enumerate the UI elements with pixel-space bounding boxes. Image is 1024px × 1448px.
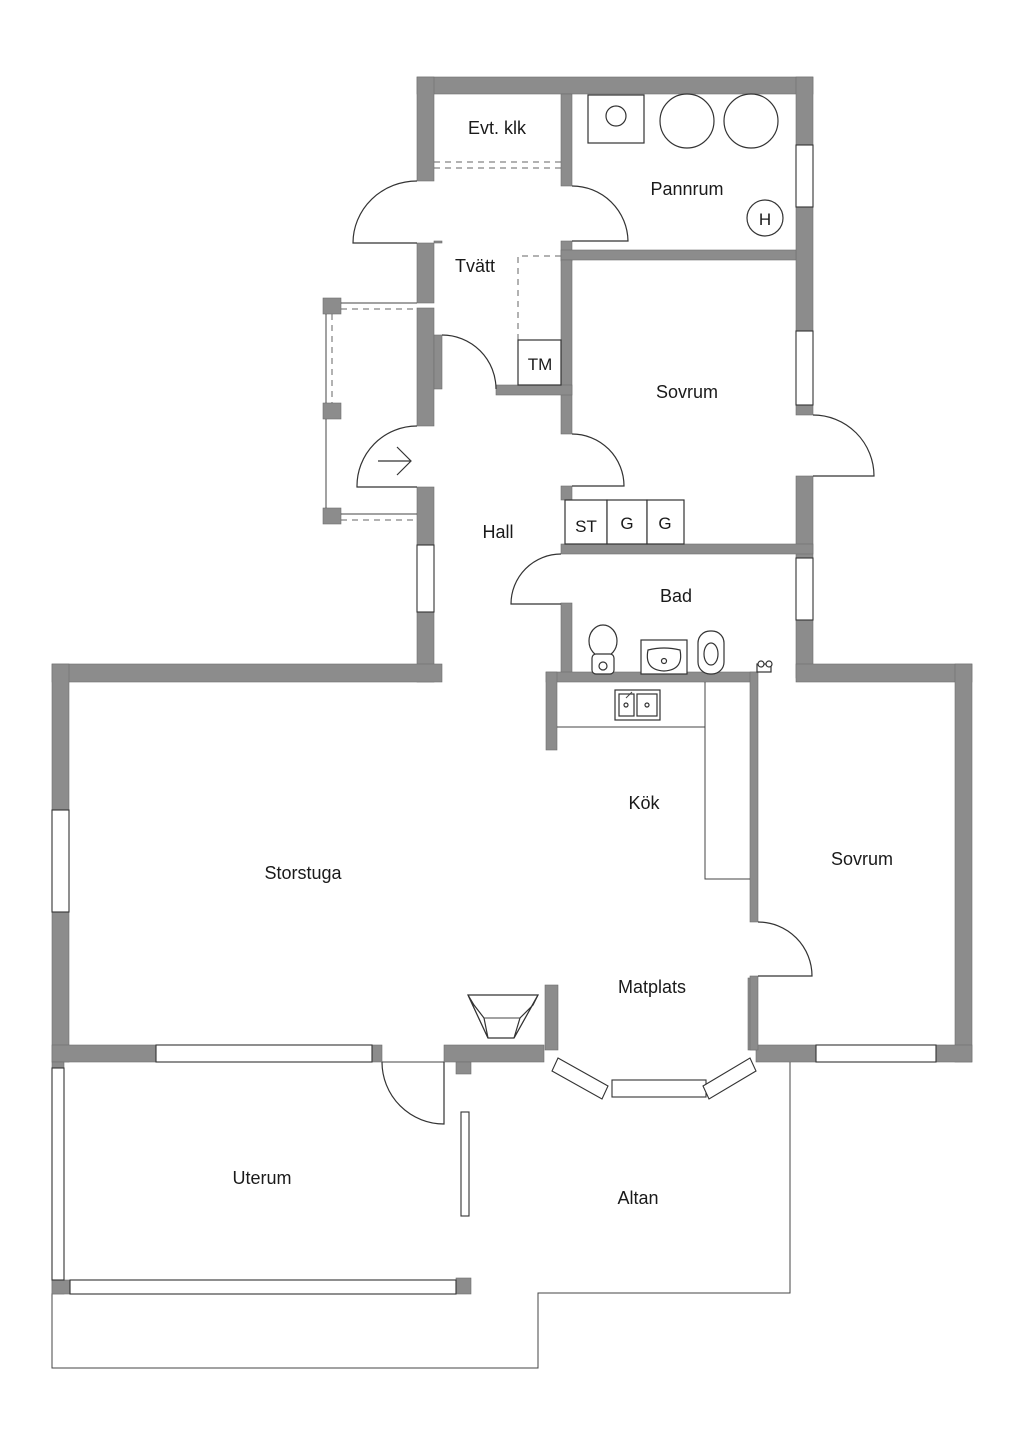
room-label-kok: Kök (628, 793, 660, 813)
room-label-altan: Altan (617, 1188, 658, 1208)
altan-outline (51, 1060, 791, 1369)
dryer-symbol: TM (528, 355, 553, 374)
room-label-bad: Bad (660, 586, 692, 606)
fireplace-icon (467, 994, 540, 1039)
dryer-icon (517, 339, 562, 386)
kitchen-sink-icon (614, 689, 661, 721)
tank-icon (723, 93, 779, 149)
doors (352, 180, 875, 1125)
faucet-icon (756, 660, 773, 673)
room-label-pannrum: Pannrum (650, 179, 723, 199)
arrow-icon (378, 446, 412, 476)
room-label-tvatt: Tvätt (455, 256, 495, 276)
closets (564, 499, 685, 545)
storage-symbol: ST (575, 517, 597, 536)
windows (51, 144, 937, 1295)
wardrobe-symbol: G (658, 514, 671, 533)
walls (51, 76, 973, 1295)
room-label-matplats: Matplats (618, 977, 686, 997)
room-label-hall: Hall (482, 522, 513, 542)
heater-symbol: H (759, 210, 771, 229)
room-label-storstuga: Storstuga (264, 863, 342, 883)
room-label-evt-klk: Evt. klk (468, 118, 527, 138)
kitchen-counter (557, 726, 750, 880)
sink-icon (640, 639, 688, 675)
heater-icon (746, 199, 784, 237)
boiler-icon (587, 94, 645, 144)
bidet-icon (697, 630, 725, 675)
toilet-icon (588, 624, 618, 675)
room-label-sovrum: Sovrum (831, 849, 893, 869)
tank-icon (659, 93, 715, 149)
entrance-porch (322, 297, 417, 525)
wardrobe-symbol: G (620, 514, 633, 533)
room-label-sovrum: Sovrum (656, 382, 718, 402)
room-label-uterum: Uterum (232, 1168, 291, 1188)
interior-walls (433, 93, 814, 1051)
